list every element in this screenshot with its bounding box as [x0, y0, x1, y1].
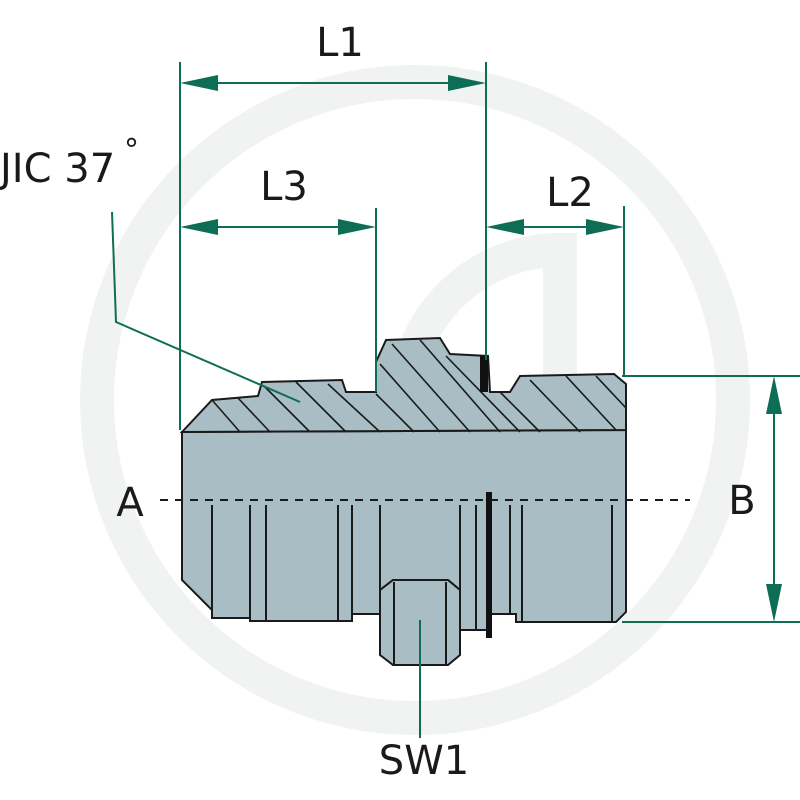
- fitting-body: [179, 336, 627, 666]
- o-ring-top: [480, 356, 488, 392]
- label-b: B: [728, 478, 755, 524]
- fitting-top-section: [179, 336, 627, 434]
- o-ring-seal: [486, 492, 492, 638]
- label-jic: JIC 37: [0, 146, 115, 192]
- label-a: A: [116, 480, 144, 526]
- label-l2: L2: [546, 170, 594, 216]
- hatch-lines: [211, 339, 627, 433]
- facet-lines: [211, 505, 613, 630]
- label-l3: L3: [260, 164, 308, 210]
- label-jic-degree: °: [124, 133, 139, 168]
- dimension-lines: [111, 62, 800, 738]
- label-l1: L1: [316, 20, 364, 66]
- label-sw1: SW1: [379, 738, 469, 784]
